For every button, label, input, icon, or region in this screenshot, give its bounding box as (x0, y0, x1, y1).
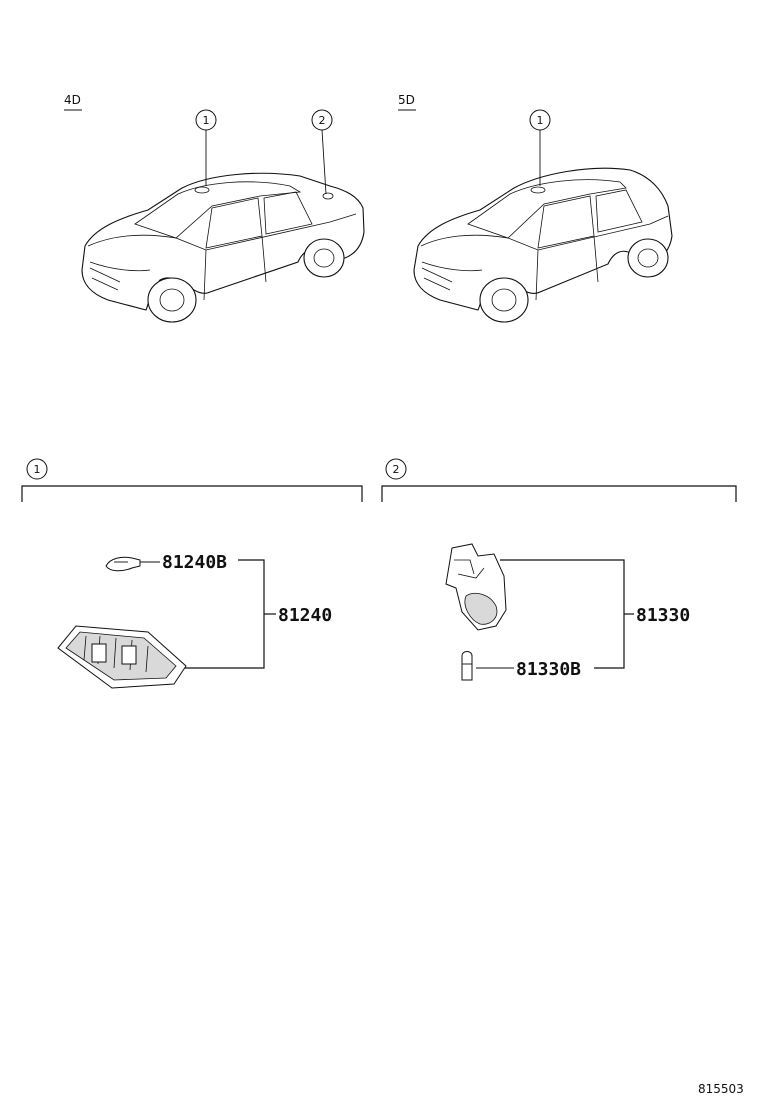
part-81240-bracket-line (182, 559, 265, 669)
hatchback-grille (421, 267, 453, 291)
sedan-callout-2-leader (321, 129, 327, 195)
group-1-callout (26, 458, 48, 480)
sedan-door-line (203, 235, 267, 301)
sedan-callout-1-number: 1 (203, 114, 210, 127)
hatchback-rear-hub (637, 248, 659, 268)
luggage-lamp-clips (454, 559, 485, 579)
hatchback-callout-1 (529, 109, 551, 131)
festoon-bulb-icon (105, 556, 141, 572)
group-2-bracket (381, 485, 737, 502)
interior-lamp-socket-right (121, 645, 137, 665)
sedan-roof-lamp (194, 186, 210, 194)
hatchback-front-hub (491, 288, 517, 312)
hatchback-hood (420, 234, 509, 272)
sedan-beltline (175, 213, 357, 251)
hatchback-front-wheel (479, 277, 529, 323)
interior-lamp-lens (65, 631, 177, 681)
sedan-4d-illustration: 4D 1 2 (64, 93, 365, 323)
variant-label-4d: 4D (64, 93, 81, 107)
hatchback-body (413, 167, 673, 311)
variant-label-5d: 5D (398, 93, 415, 107)
group-2-callout (385, 458, 407, 480)
sedan-callout-2 (311, 109, 333, 131)
group-1-section: 1 81240B 81240 (21, 458, 363, 689)
group-2-section: 2 81330B 81330 (381, 458, 737, 681)
hatchback-side-window-rear (595, 189, 643, 233)
part-81330-bracket-line (500, 559, 625, 669)
sedan-side-window-rear (263, 191, 313, 235)
part-number-81330b: 81330B (516, 659, 581, 680)
sedan-grille (89, 267, 121, 291)
hatchback-5d-illustration: 5D 1 (398, 93, 673, 323)
group-1-callout-number: 1 (34, 463, 41, 476)
hatchback-callout-1-number: 1 (537, 114, 544, 127)
part-number-81330: 81330 (636, 605, 690, 626)
sedan-hood (87, 234, 177, 272)
sedan-callout-1 (195, 109, 217, 131)
luggage-lamp-reflector (464, 592, 498, 625)
hatchback-roof-lamp (530, 186, 546, 194)
interior-lamp-socket-left (91, 643, 107, 663)
group-1-bracket (21, 485, 363, 502)
sedan-windshield (134, 181, 302, 239)
sedan-rear-wheel (303, 238, 345, 278)
sedan-front-wheel (147, 277, 197, 323)
drawing-id-label: 815503 (698, 1082, 744, 1096)
part-number-81240b: 81240B (162, 552, 227, 573)
sedan-callout-2-number: 2 (319, 114, 326, 127)
sedan-trunk-lamp (322, 192, 334, 200)
hatchback-door-line (535, 235, 599, 301)
part-number-81240: 81240 (278, 605, 332, 626)
hatchback-windshield (467, 179, 627, 239)
sedan-rear-hub (313, 248, 335, 268)
hatchback-rear-wheel (627, 238, 669, 278)
wedge-bulb-icon (461, 651, 473, 681)
sedan-front-hub (159, 288, 185, 312)
group-2-callout-number: 2 (393, 463, 400, 476)
